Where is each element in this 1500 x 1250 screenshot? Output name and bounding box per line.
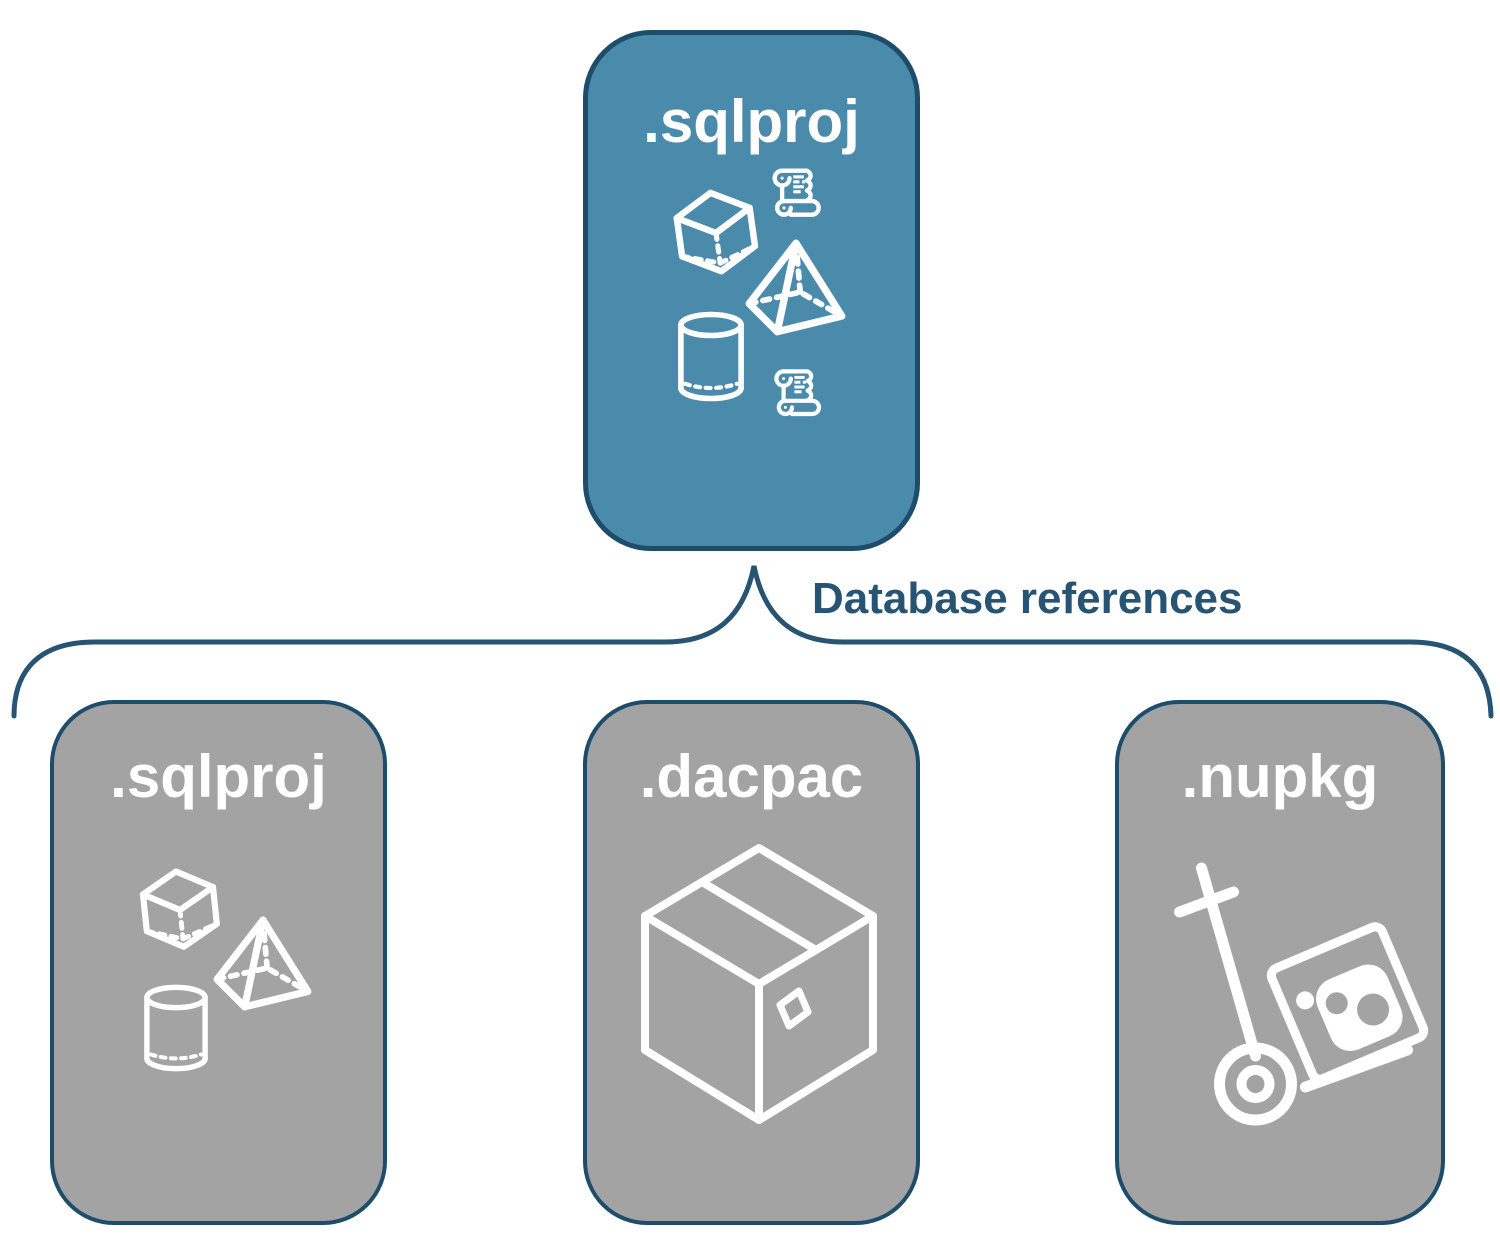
connector-label: Database references: [812, 574, 1243, 623]
package-box-icon: [639, 844, 879, 1124]
node-label: .nupkg: [1181, 743, 1379, 810]
cylinder-icon: [676, 311, 746, 402]
node-nupkg: .nupkg: [1115, 700, 1445, 1225]
scroll-icon: [768, 363, 828, 423]
node-label: .sqlproj: [643, 88, 860, 155]
node-label: .dacpac: [639, 743, 864, 810]
hand-truck-icon: [1167, 856, 1433, 1126]
scroll-icon: [766, 162, 828, 224]
pyramid-icon: [212, 916, 314, 1013]
node-dacpac: .dacpac: [583, 700, 920, 1225]
node-label: .sqlproj: [110, 743, 327, 810]
pyramid-icon: [744, 239, 848, 338]
node-sqlproj-child: .sqlproj: [50, 700, 387, 1225]
cylinder-icon: [142, 984, 210, 1072]
node-sqlproj-root: .sqlproj: [583, 30, 920, 551]
